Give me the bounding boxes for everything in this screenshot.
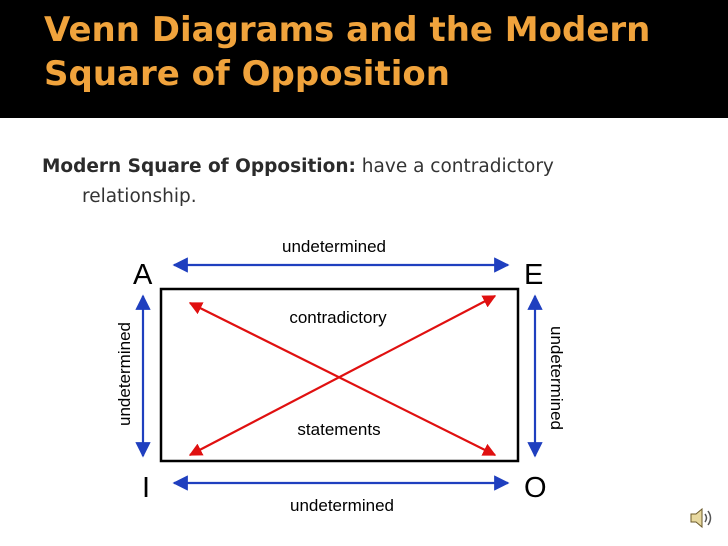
top-undetermined-label: undetermined	[282, 237, 386, 256]
body-rest: have a contradictory	[355, 156, 554, 177]
square-box	[159, 287, 520, 463]
corner-e-label: E	[524, 259, 543, 291]
body-paragraph: Modern Square of Opposition: have a cont…	[42, 152, 682, 212]
right-undetermined-label: undetermined	[547, 326, 566, 430]
left-undetermined-label: undetermined	[115, 322, 134, 426]
contradictory-label: contradictory	[289, 308, 387, 327]
bottom-undetermined-label: undetermined	[290, 496, 394, 515]
contradictory-arrow-e-i	[188, 295, 497, 456]
body-line-2: relationship.	[82, 186, 197, 207]
corner-o-label: O	[524, 472, 547, 504]
body-label: Modern Square of Opposition:	[42, 156, 356, 177]
speaker-icon[interactable]	[688, 506, 716, 530]
corner-a-label: A	[133, 259, 153, 291]
title-bar: Venn Diagrams and the Modern Square of O…	[0, 0, 728, 118]
slide-title: Venn Diagrams and the Modern Square of O…	[44, 8, 714, 96]
slide-title-line-1: Venn Diagrams and the Modern	[44, 10, 651, 50]
statements-label: statements	[297, 420, 380, 439]
corner-i-label: I	[142, 472, 150, 504]
body-line-1: Modern Square of Opposition: have a cont…	[42, 152, 682, 182]
slide-title-line-2: Square of Opposition	[44, 54, 450, 94]
